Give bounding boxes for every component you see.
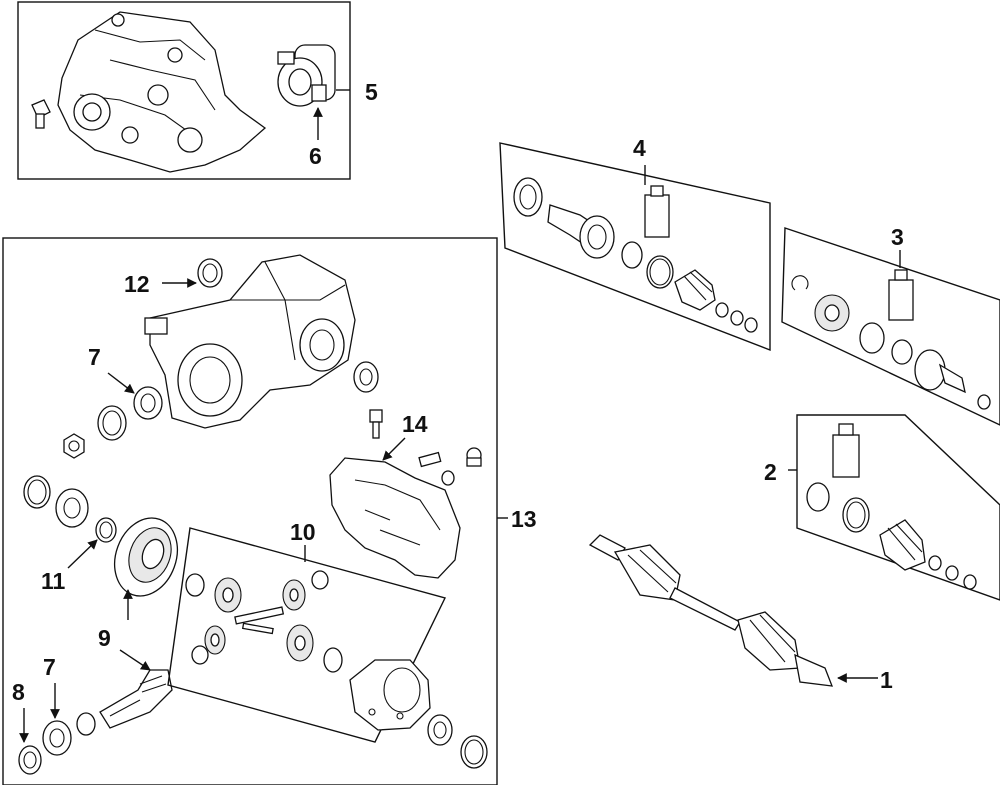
bearing-7-lower[interactable] (42, 720, 72, 756)
kit-ring-3[interactable] (744, 317, 758, 333)
actuator-group: 5 6 (17, 1, 378, 180)
bearing-7-upper[interactable] (133, 386, 163, 420)
boot-clamp-3b[interactable] (891, 339, 913, 365)
leader-line-7-upper (107, 372, 135, 394)
cv-kit-4-frame (499, 142, 771, 352)
kit-2-ring-2[interactable] (945, 565, 959, 581)
circlip[interactable] (791, 275, 809, 291)
differential-internals-frame (167, 527, 446, 743)
kit-2-ring-3[interactable] (963, 574, 977, 590)
drive-pinion[interactable] (99, 669, 173, 729)
plug-bolt[interactable] (466, 447, 482, 467)
callout-7-upper: 7 (88, 344, 101, 370)
side-gear-washer[interactable] (185, 573, 205, 597)
dowel-pin[interactable] (418, 451, 442, 468)
callout-7-lower: 7 (43, 654, 56, 680)
small-washer[interactable] (441, 470, 455, 486)
lock-nut[interactable] (63, 433, 85, 459)
boot-clamp-small[interactable] (621, 241, 643, 269)
callout-5: 5 (365, 79, 378, 105)
grease-pack-2[interactable] (832, 423, 860, 478)
cv-boot[interactable] (674, 269, 716, 311)
cv-joint-kit-3: 3 (781, 224, 1000, 426)
kit-ring-1[interactable] (715, 302, 729, 318)
cv-boot-2[interactable] (879, 519, 926, 571)
pinion-bearing[interactable] (55, 488, 89, 528)
transfer-case-housing[interactable] (57, 11, 267, 173)
tripod-housing[interactable] (914, 349, 966, 394)
pinion-shaft[interactable] (234, 606, 285, 635)
callout-2: 2 (764, 459, 777, 485)
leader-line-14 (382, 437, 406, 461)
thrust-washer-right[interactable] (323, 647, 343, 673)
ring-gear-9[interactable] (104, 509, 188, 605)
kit-ring-2[interactable] (730, 310, 744, 326)
differential-case[interactable] (349, 659, 431, 731)
pinion-gear-lower[interactable] (204, 625, 226, 655)
cv-joint-kit-4: 4 (499, 135, 771, 352)
drain-bolt[interactable] (31, 99, 51, 129)
boot-kit-2-frame (796, 414, 1000, 601)
grease-pack-3[interactable] (888, 269, 914, 321)
boot-clamp-2a[interactable] (806, 482, 830, 512)
callout-4: 4 (633, 135, 646, 161)
shim-11[interactable] (95, 517, 117, 543)
boot-clamp-large[interactable] (646, 255, 674, 289)
coupling-actuator[interactable] (277, 44, 336, 107)
kit-3-ring[interactable] (977, 394, 991, 410)
cv-kit-3-frame (781, 227, 1000, 426)
leader-line-9-pinion (119, 649, 151, 671)
differential-cover-14[interactable] (329, 457, 461, 579)
dust-seal[interactable] (513, 177, 543, 217)
thrust-washer-lower[interactable] (191, 645, 209, 665)
differential-carrier-housing[interactable] (144, 254, 356, 429)
oil-seal-12[interactable] (197, 258, 223, 288)
differential-group: 13 12 7 (2, 237, 537, 785)
callout-9: 9 (98, 625, 111, 651)
callout-14: 14 (402, 411, 428, 437)
case-bearing[interactable] (427, 714, 453, 746)
inner-joint[interactable] (814, 294, 850, 332)
case-snap-ring[interactable] (460, 735, 488, 769)
callout-3: 3 (891, 224, 904, 250)
callout-13: 13 (511, 506, 537, 532)
leader-line-11 (67, 539, 98, 569)
outer-joint-shaft[interactable] (547, 204, 615, 259)
thrust-washer-upper[interactable] (311, 570, 329, 590)
side-gear-right[interactable] (286, 624, 314, 662)
boot-kit-2: 2 (764, 414, 1000, 601)
pinion-gear-upper[interactable] (282, 579, 306, 611)
axle-shaft-assembly-1[interactable] (588, 534, 834, 687)
oil-seal-8[interactable] (18, 745, 42, 775)
side-gear-left[interactable] (214, 577, 242, 613)
boot-clamp-3a[interactable] (859, 322, 885, 354)
spacer-ring[interactable] (97, 405, 127, 441)
callout-10: 10 (290, 519, 316, 545)
callout-11: 11 (41, 568, 66, 594)
callout-1: 1 (880, 667, 893, 693)
snap-ring-outer[interactable] (23, 475, 51, 509)
callout-8: 8 (12, 679, 25, 705)
boot-clamp-2b[interactable] (842, 497, 870, 533)
small-ring[interactable] (76, 712, 96, 736)
side-oil-seal[interactable] (353, 361, 379, 393)
kit-2-ring-1[interactable] (928, 555, 942, 571)
callout-12: 12 (124, 271, 150, 297)
grease-pack[interactable] (644, 185, 670, 238)
callout-6: 6 (309, 143, 322, 169)
cover-bolt[interactable] (369, 409, 383, 439)
differential-box-frame (2, 237, 498, 785)
